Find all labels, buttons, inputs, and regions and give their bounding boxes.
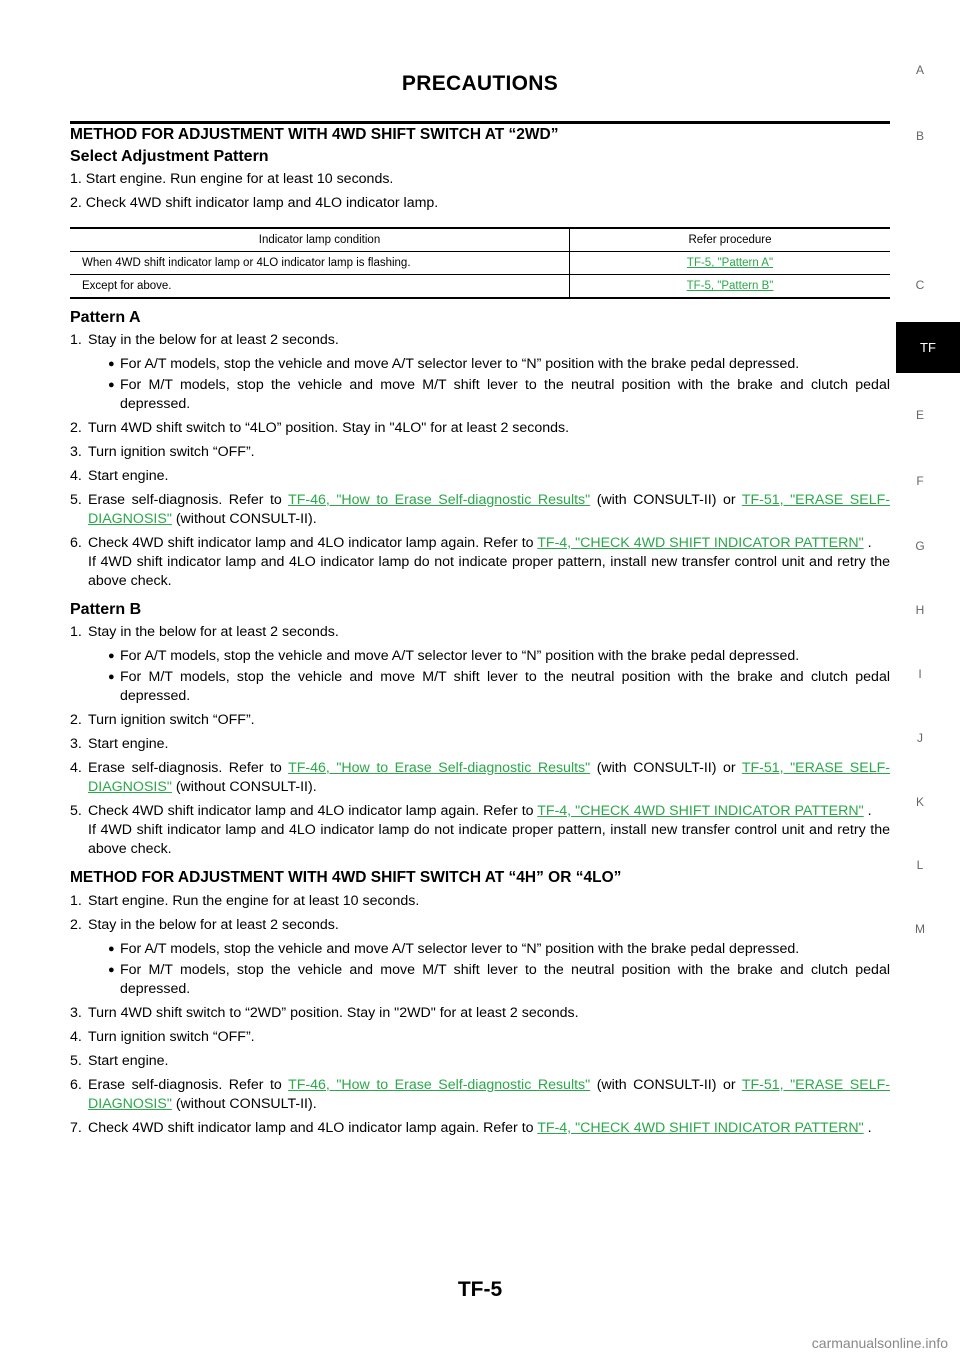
table-header-procedure: Refer procedure: [569, 228, 890, 252]
select-step-2: 2. Check 4WD shift indicator lamp and 4L…: [70, 195, 439, 211]
index-tab-j[interactable]: J: [917, 731, 923, 745]
side-index: A B C TF E F G H I J K L M: [890, 0, 960, 1000]
section-heading-2wd: METHOD FOR ADJUSTMENT WITH 4WD SHIFT SWI…: [70, 126, 559, 143]
pattern-a-bullet-at: ●For A/T models, stop the vehicle and mo…: [108, 356, 800, 372]
pattern-a-bullet-mt: ●For M/T models, stop the vehicle and mo…: [108, 377, 890, 412]
section2-steps: 1.Start engine. Run the engine for at le…: [70, 892, 890, 1138]
select-step-1: 1. Start engine. Run engine for at least…: [70, 171, 394, 187]
s2-step-3: 3.Turn 4WD shift switch to “2WD” positio…: [70, 1005, 579, 1021]
table-header-row: Indicator lamp condition Refer procedure: [70, 228, 890, 252]
s2-step-5: 5.Start engine.: [70, 1053, 169, 1069]
pattern-a-steps: 1.Stay in the below for at least 2 secon…: [70, 331, 890, 591]
subheading-select-pattern: Select Adjustment Pattern: [70, 148, 269, 165]
table-row: Except for above. TF-5, "Pattern B": [70, 274, 891, 299]
s2-step-7: 7.Check 4WD shift indicator lamp and 4LO…: [70, 1120, 872, 1136]
s2-bullet-at: ●For A/T models, stop the vehicle and mo…: [108, 941, 800, 957]
indicator-condition-table: Indicator lamp condition Refer procedure…: [70, 227, 890, 299]
pattern-b-bullet-at: ●For A/T models, stop the vehicle and mo…: [108, 648, 800, 664]
index-tab-f[interactable]: F: [916, 474, 924, 488]
page-title: PRECAUTIONS: [401, 72, 559, 95]
s2-step-1: 1.Start engine. Run the engine for at le…: [70, 893, 420, 909]
table-cell-procedure: TF-5, "Pattern B": [570, 275, 891, 299]
pattern-a-step-2: 2.Turn 4WD shift switch to “4LO” positio…: [70, 420, 570, 436]
page-number: TF-5: [457, 1278, 503, 1301]
heading-pattern-a: Pattern A: [70, 309, 141, 326]
pattern-b-step-4: 4.Erase self-diagnosis. Refer to TF-46, …: [70, 760, 890, 795]
index-tab-k[interactable]: K: [915, 795, 924, 809]
link-check-4wd-indicator-pattern[interactable]: TF-4, "CHECK 4WD SHIFT INDICATOR PATTERN…: [537, 803, 864, 819]
index-tab-m[interactable]: M: [915, 922, 925, 936]
index-tab-tf-active[interactable]: TF: [896, 322, 960, 373]
link-pattern-a[interactable]: TF-5, "Pattern A": [686, 257, 774, 269]
pattern-b-step-3: 3.Start engine.: [70, 736, 169, 752]
link-erase-self-diagnosis[interactable]: TF-51, "ERASE SELF-DIAGNOSIS": [88, 1077, 890, 1112]
pattern-a-step-4: 4.Start engine.: [70, 468, 169, 484]
link-erase-self-diagnostic-results[interactable]: TF-46, "How to Erase Self-diagnostic Res…: [288, 492, 591, 508]
table-row: When 4WD shift indicator lamp or 4LO ind…: [70, 251, 890, 275]
pattern-a-step-1: 1.Stay in the below for at least 2 secon…: [70, 332, 339, 348]
pattern-b-step-1: 1.Stay in the below for at least 2 secon…: [70, 624, 339, 640]
index-tab-h[interactable]: H: [915, 603, 925, 617]
link-erase-self-diagnostic-results[interactable]: TF-46, "How to Erase Self-diagnostic Res…: [288, 760, 591, 776]
retry-note: If 4WD shift indicator lamp and 4LO indi…: [88, 822, 890, 857]
heading-pattern-b: Pattern B: [70, 601, 142, 618]
content: METHOD FOR ADJUSTMENT WITH 4WD SHIFT SWI…: [70, 124, 890, 1138]
index-tab-g[interactable]: G: [915, 539, 925, 553]
s2-step-2: 2.Stay in the below for at least 2 secon…: [70, 917, 339, 933]
index-tab-l[interactable]: L: [916, 858, 924, 872]
section-heading-4h-4lo: METHOD FOR ADJUSTMENT WITH 4WD SHIFT SWI…: [70, 869, 622, 886]
pattern-b-step-2: 2.Turn ignition switch “OFF”.: [70, 712, 255, 728]
link-erase-self-diagnostic-results[interactable]: TF-46, "How to Erase Self-diagnostic Res…: [288, 1077, 591, 1093]
pattern-a-step-5: 5.Erase self-diagnosis. Refer to TF-46, …: [70, 492, 890, 527]
watermark: carmanualsonline.info: [811, 1335, 948, 1351]
retry-note: If 4WD shift indicator lamp and 4LO indi…: [88, 554, 890, 589]
s2-step-6: 6.Erase self-diagnosis. Refer to TF-46, …: [70, 1077, 890, 1112]
link-check-4wd-indicator-pattern[interactable]: TF-4, "CHECK 4WD SHIFT INDICATOR PATTERN…: [537, 1120, 864, 1136]
s2-bullet-mt: ●For M/T models, stop the vehicle and mo…: [108, 962, 890, 997]
pattern-a-step-3: 3.Turn ignition switch “OFF”.: [70, 444, 255, 460]
table-cell-condition: Except for above.: [70, 274, 570, 298]
s2-step-4: 4.Turn ignition switch “OFF”.: [70, 1029, 255, 1045]
select-steps: 1. Start engine. Run engine for at least…: [70, 170, 890, 213]
index-tab-e[interactable]: E: [915, 408, 924, 422]
pattern-b-steps: 1.Stay in the below for at least 2 secon…: [70, 623, 890, 859]
index-tab-c[interactable]: C: [915, 278, 925, 292]
index-tab-a[interactable]: A: [915, 63, 924, 77]
pattern-b-step-5: 5.Check 4WD shift indicator lamp and 4LO…: [70, 803, 890, 857]
link-erase-self-diagnosis[interactable]: TF-51, "ERASE SELF-DIAGNOSIS": [88, 760, 890, 795]
link-check-4wd-indicator-pattern[interactable]: TF-4, "CHECK 4WD SHIFT INDICATOR PATTERN…: [537, 535, 864, 551]
pattern-b-bullet-mt: ●For M/T models, stop the vehicle and mo…: [108, 669, 890, 704]
link-erase-self-diagnosis[interactable]: TF-51, "ERASE SELF-DIAGNOSIS": [88, 492, 890, 527]
pattern-a-step-6: 6.Check 4WD shift indicator lamp and 4LO…: [70, 535, 890, 589]
link-pattern-b[interactable]: TF-5, "Pattern B": [686, 280, 774, 292]
table-cell-condition: When 4WD shift indicator lamp or 4LO ind…: [70, 251, 570, 275]
index-tab-i[interactable]: I: [918, 667, 922, 681]
table-cell-procedure: TF-5, "Pattern A": [569, 251, 890, 275]
title-rule: [70, 121, 890, 124]
table-header-condition: Indicator lamp condition: [70, 228, 570, 252]
index-tab-b[interactable]: B: [915, 129, 924, 143]
